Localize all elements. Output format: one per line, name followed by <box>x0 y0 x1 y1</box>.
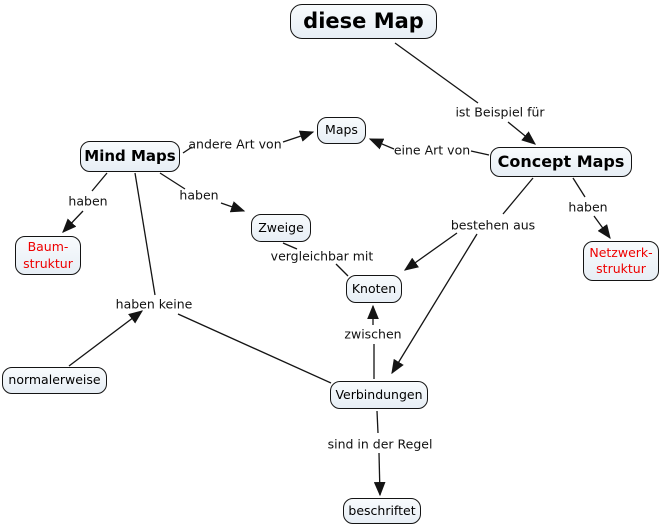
edge-ist-beispiel-fuer-to-concept-maps <box>507 121 537 145</box>
edge-vergleichbar-mit-to-knoten <box>335 263 349 277</box>
node-normalerweise[interactable]: normalerweise <box>2 367 107 394</box>
node-label: normalerweise <box>8 372 101 388</box>
edge-verbindungen-to-sind-in-der-regel <box>376 410 379 434</box>
edge-bestehen-aus-to-knoten <box>403 232 458 271</box>
node-mind-maps[interactable]: Mind Maps <box>80 141 180 172</box>
edge-haben-right-to-netzwerk-struktur <box>593 215 611 240</box>
edge-label-haben-mid[interactable]: haben <box>179 187 219 203</box>
edge-mind-maps-to-haben-mid <box>159 172 186 190</box>
node-label: Baum- struktur <box>23 239 73 271</box>
edge-mind-maps-to-andere-art-von <box>182 146 193 154</box>
edge-label-haben-left[interactable]: haben <box>68 193 108 209</box>
node-maps[interactable]: Maps <box>317 117 366 144</box>
node-label: beschriftet <box>348 502 416 518</box>
edge-bestehen-aus-to-verbindungen <box>391 233 478 375</box>
edge-concept-maps-to-eine-art-von <box>470 150 490 156</box>
edge-diese-map-to-ist-beispiel-fuer <box>394 42 479 104</box>
edge-haben-mid-to-zweige <box>220 201 246 213</box>
edge-haben-keine-to-verbindungen <box>177 313 332 384</box>
node-verbindungen[interactable]: Verbindungen <box>330 381 428 409</box>
edge-label-sind-in-der-regel[interactable]: sind in der Regel <box>327 436 433 452</box>
node-beschriftet[interactable]: beschriftet <box>343 498 421 524</box>
edge-concept-maps-to-haben-right <box>572 177 586 198</box>
edge-label-haben-keine[interactable]: haben keine <box>115 296 193 312</box>
node-label: Zweige <box>258 219 304 235</box>
node-label: Knoten <box>351 280 397 296</box>
edge-mind-maps-to-haben-keine <box>134 172 156 296</box>
node-label: diese Map <box>303 8 424 33</box>
node-baum-struktur[interactable]: Baum- struktur <box>15 236 81 275</box>
edge-concept-maps-to-bestehen-aus <box>502 177 534 215</box>
node-label: Concept Maps <box>497 151 625 171</box>
edge-label-vergleichbar-mit[interactable]: vergleichbar mit <box>270 248 374 264</box>
edge-label-ist-beispiel-fuer[interactable]: ist Beispiel für <box>455 104 545 120</box>
node-concept-maps[interactable]: Concept Maps <box>490 147 632 177</box>
edge-normalerweise-to-haben-keine <box>68 310 144 367</box>
edge-mind-maps-to-haben-left <box>91 172 108 192</box>
edge-label-eine-art-von[interactable]: eine Art von <box>393 142 471 158</box>
edge-andere-art-von-to-maps <box>282 130 315 143</box>
node-knoten[interactable]: Knoten <box>346 275 402 303</box>
edge-sind-in-der-regel-to-beschriftet <box>373 452 386 497</box>
node-label: Mind Maps <box>84 146 176 165</box>
node-label: Maps <box>325 122 358 138</box>
node-label: Verbindungen <box>335 386 423 402</box>
edge-label-bestehen-aus[interactable]: bestehen aus <box>450 217 536 233</box>
node-label: Netzwerk- struktur <box>589 244 653 276</box>
edge-zweige-to-vergleichbar-mit <box>282 242 298 250</box>
node-zweige[interactable]: Zweige <box>251 214 311 242</box>
edge-label-andere-art-von[interactable]: andere Art von <box>188 136 282 152</box>
edge-eine-art-von-to-maps <box>368 138 395 150</box>
node-diese-map[interactable]: diese Map <box>290 4 437 39</box>
node-netzwerk-struktur[interactable]: Netzwerk- struktur <box>583 241 659 281</box>
edge-label-haben-right[interactable]: haben <box>568 199 608 215</box>
edge-label-zwischen[interactable]: zwischen <box>344 326 402 342</box>
edge-haben-left-to-baum-struktur <box>62 210 84 233</box>
